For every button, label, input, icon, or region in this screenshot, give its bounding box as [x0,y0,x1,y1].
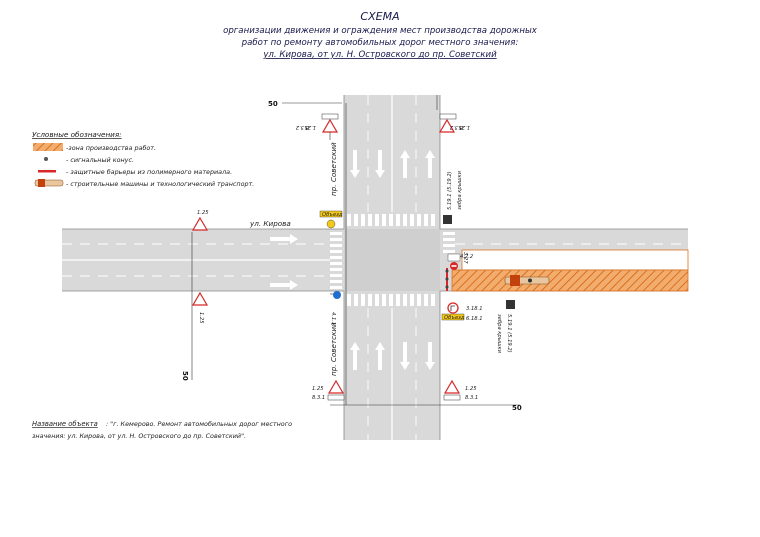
direction-plate-icon [439,113,457,120]
sign-left-upper-l1: 1.25 [197,210,209,216]
work-zone-hatched [451,269,689,292]
object-name-block: Название объекта : "г. Кемерово. Ремонт … [32,420,292,440]
cone-icon [445,285,449,289]
work-zone-safety [461,249,689,271]
object-text-1: : "г. Кемерово. Ремонт автомобильных дор… [106,420,292,428]
sign-group-merge-bottom: 5.19.1 (5.19.2) зебра крышки [496,300,515,354]
sign-top-right-l2: 8.3.2 [450,124,463,130]
legend-item-cone: - сигнальный конус. [66,156,134,164]
legend-item-barrier: - защитные барьеры из полимерного матери… [66,168,232,176]
roadwork-warning-icon [191,216,209,231]
sign-top-left-l1: 1.25 [304,124,316,130]
dimension-lines [191,95,520,406]
dimension-left: 50 [181,371,189,381]
merge-bottom-caption: зебра крышки [496,314,502,354]
roadwork-warning-icon [443,379,461,394]
straight-only-icon [333,291,341,299]
sign-group-top-left: 1.25 8.3.2 [296,113,339,140]
legend-heading: Условные обозначения: [32,130,122,139]
zebra-crossings [330,214,455,306]
direction-plate-icon [443,394,461,401]
direction-plate-icon [327,394,345,401]
sign-group-top-right: 1.25 8.3.2 [438,113,470,133]
intersection [344,229,440,291]
sign-group-detour-top: Объезд [319,210,343,229]
legend-machine-icon [34,179,64,187]
sign-327-label: 3.27 [462,252,468,264]
sign-a-label: 4.2.2 [460,254,473,260]
lane-arrows [270,150,435,370]
merge-top-caption: зебра крышки [457,170,463,210]
construction-machine-icon [504,275,550,286]
street-label-sovetsky-bottom: пр. Советский [329,322,338,376]
direction-plate-icon [321,113,339,120]
sign-group-merge-top: 5.19.1 (5.19.2) зебра крышки [443,170,463,224]
sign-bottom-right-l2: 8.3.1 [465,395,478,401]
legend-item-zone: -зона производства работ. [66,144,156,152]
sign-left-lower-l1: 1.25 [198,312,204,324]
zebra-bottom [347,294,435,306]
sign-3181-label: 3.18.1 [466,306,483,312]
title-line-1: организации движения и ограждения мест п… [223,26,538,36]
detour-label-bottom: Объезд [444,315,465,321]
roadwork-warning-icon [321,118,339,133]
work-zone [445,249,689,292]
sign-group-bottom-right: 1.25 8.3.1 [443,379,478,401]
sign-bottom-right-l1: 1.25 [465,386,477,392]
title-block: СХЕМА организации движения и ограждения … [223,10,538,60]
legend-barrier-icon [38,170,56,173]
dimension-top: 50 [268,100,278,108]
sign-group-327: 4.2.2 3.27 [447,252,473,270]
sign-group-3181: Объезд 3.18.1 6.18.1 [441,302,483,322]
street-label-sovetsky-top: пр. Советский [329,142,338,196]
zebra-left [330,232,342,289]
roadwork-warning-icon [327,379,345,394]
detour-label-top: Объезд [322,212,343,218]
zebra-right [443,232,455,253]
lane-merge-icon [506,300,515,309]
object-text-2: значения: ул. Кирова, от ул. Н. Островск… [32,432,246,440]
sign-top-left-l2: 8.3.2 [296,124,309,130]
sign-group-411: 4.1.1 [330,291,341,325]
title-line-3: ул. Кирова, от ул. Н. Островского до пр.… [262,50,497,60]
sign-bottom-left-l2: 8.3.1 [312,395,325,401]
detour-plate-icon [319,210,343,218]
roadwork-warning-icon [438,118,456,133]
legend-item-machine: - строительные машины и технологический … [66,180,254,188]
sign-top-right-l1: 1.25 [458,124,470,130]
street-label-kirova: ул. Кирова [249,219,291,228]
dimension-bottom: 50 [512,404,522,412]
legend-hatch-swatch [33,143,63,151]
sign-bottom-left-l1: 1.25 [312,386,324,392]
merge-bottom-label: 5.19.1 (5.19.2) [506,314,512,353]
legend-cone-icon [44,157,48,161]
cone-icon [445,269,449,273]
detour-plate-icon [441,313,465,321]
sign-411-label: 4.1.1 [330,312,336,325]
mandatory-turn-icon [326,219,336,229]
no-turn-icon [447,302,459,314]
cone-icon [445,277,449,281]
sign-group-left-lower: 1.25 [191,291,209,324]
sign-6181-label: 6.18.1 [466,316,483,322]
roadwork-warning-icon [191,291,209,306]
merge-top-label: 5.19.1 (5.19.2) [447,171,453,210]
sign-group-bottom-left: 1.25 8.3.1 [312,379,345,401]
title-main: СХЕМА [360,10,399,23]
zebra-top [347,214,435,226]
lane-merge-icon [443,215,452,224]
object-heading: Название объекта [32,420,98,428]
title-line-2: работ по ремонту автомобильных дорог мес… [241,38,519,48]
sign-group-left-upper: 1.25 [191,210,209,231]
legend: Условные обозначения: -зона производства… [32,130,254,188]
